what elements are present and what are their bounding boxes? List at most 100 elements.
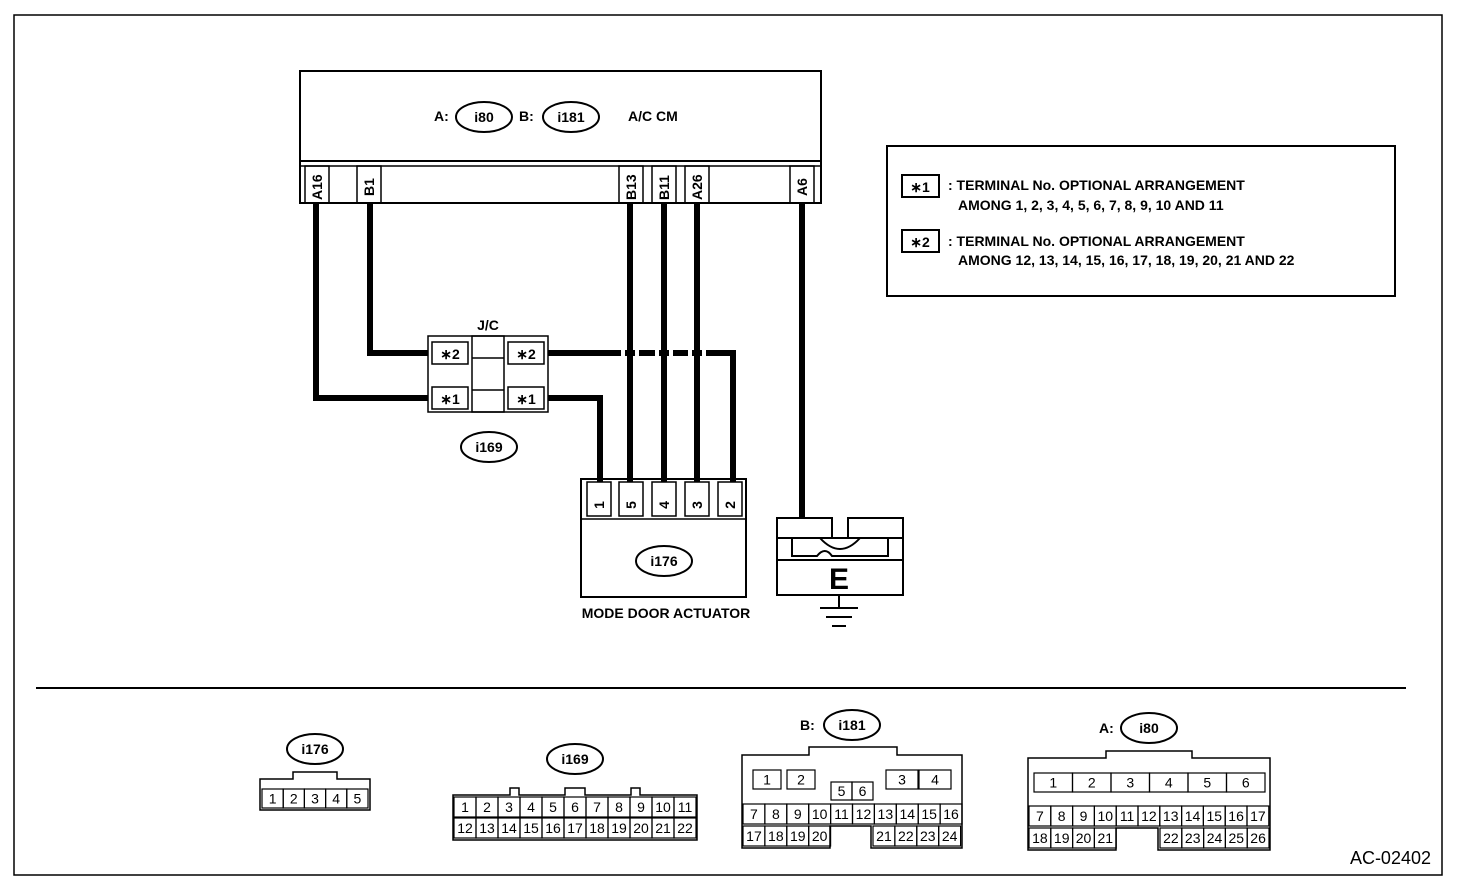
pin-i80-7: 7 xyxy=(1036,808,1044,824)
pin-i181-13: 13 xyxy=(878,806,894,822)
pin-i80-20: 20 xyxy=(1076,830,1092,846)
legend-text-2a: : TERMINAL No. OPTIONAL ARRANGEMENT xyxy=(948,233,1245,249)
pin-i80-8: 8 xyxy=(1058,808,1066,824)
junction-pin-right-2: ∗2 xyxy=(516,346,536,362)
pin-i169-21: 21 xyxy=(655,820,671,836)
pin-i169-1: 1 xyxy=(461,799,469,815)
pin-i169-14: 14 xyxy=(501,820,517,836)
pin-i181-7: 7 xyxy=(750,806,758,822)
pin-i169-18: 18 xyxy=(589,820,605,836)
pin-i80-17-cell xyxy=(1246,805,1270,827)
pin-i169-11: 11 xyxy=(678,799,693,815)
ecu-conn-a-prefix: A: xyxy=(434,108,449,124)
junction-pin-right-1: ∗1 xyxy=(516,391,536,407)
junction-pin-left-2: ∗2 xyxy=(440,346,460,362)
pin-i169-3: 3 xyxy=(505,799,513,815)
pin-i80-6-cell xyxy=(1225,772,1266,793)
connector-view-i176-id: i176 xyxy=(301,741,328,757)
pin-i181-20-cell xyxy=(808,825,832,847)
ecu-conn-b-prefix: B: xyxy=(519,108,534,124)
pin-i80-18: 18 xyxy=(1032,830,1048,846)
actuator-pin-2: 2 xyxy=(722,501,738,509)
ecu-label: A/C CM xyxy=(628,108,678,124)
actuator-label: MODE DOOR ACTUATOR xyxy=(582,605,751,621)
diagram-frame xyxy=(13,14,1443,876)
pin-i169-17: 17 xyxy=(567,820,583,836)
pin-i181-2: 2 xyxy=(797,772,805,788)
pin-i181-1-cell xyxy=(752,769,782,790)
pin-i181-12: 12 xyxy=(856,806,872,822)
junction-connector: J/C ∗2 ∗1 ∗2 ∗1 i169 xyxy=(427,317,549,463)
pin-i169-8: 8 xyxy=(615,799,623,815)
connector-view-i181-prefix: B: xyxy=(800,717,815,733)
pin-i181-8: 8 xyxy=(772,806,780,822)
pin-i181-17: 17 xyxy=(746,828,762,844)
ecu-terminal-b13: B13 xyxy=(623,174,639,200)
junction-pin-left-1: ∗1 xyxy=(440,391,460,407)
pin-i80-6: 6 xyxy=(1242,775,1250,791)
pin-i181-24-cell xyxy=(938,825,962,847)
pin-i80-15: 15 xyxy=(1207,808,1223,824)
pin-i181-16: 16 xyxy=(943,806,959,822)
pin-i181-6: 6 xyxy=(859,783,867,799)
actuator-pin-1: 1 xyxy=(591,501,607,509)
pin-i181-3-cell xyxy=(885,769,919,790)
pin-i169-4: 4 xyxy=(527,799,535,815)
pin-i169-19: 19 xyxy=(611,820,627,836)
pin-i80-1: 1 xyxy=(1049,775,1057,791)
pin-i181-4: 4 xyxy=(931,772,939,788)
pin-i181-3: 3 xyxy=(898,772,906,788)
pin-i176-2: 2 xyxy=(290,791,298,807)
pin-i80-4: 4 xyxy=(1165,775,1173,791)
pin-i176-3: 3 xyxy=(311,791,319,807)
junction-label: J/C xyxy=(477,317,499,333)
pin-i80-14: 14 xyxy=(1185,808,1201,824)
pin-i80-2: 2 xyxy=(1088,775,1096,791)
pin-i80-24: 24 xyxy=(1207,830,1223,846)
pin-i80-13: 13 xyxy=(1163,808,1179,824)
pin-i80-26: 26 xyxy=(1250,830,1266,846)
pin-i181-19: 19 xyxy=(790,828,806,844)
pin-i80-3: 3 xyxy=(1126,775,1134,791)
legend-text-1b: AMONG 1, 2, 3, 4, 5, 6, 7, 8, 9, 10 AND … xyxy=(958,197,1224,213)
ecu-terminal-a26: A26 xyxy=(689,174,705,200)
pin-i181-14: 14 xyxy=(899,806,915,822)
ecu-terminal-a6: A6 xyxy=(794,178,810,196)
pin-i181-9: 9 xyxy=(794,806,802,822)
pin-i80-10: 10 xyxy=(1098,808,1114,824)
legend-box: ∗1 : TERMINAL No. OPTIONAL ARRANGEMENT A… xyxy=(886,145,1396,297)
pin-i181-20: 20 xyxy=(812,828,828,844)
pin-i80-5: 5 xyxy=(1203,775,1211,791)
pin-i176-1: 1 xyxy=(269,791,277,807)
ecu-terminal-b1: B1 xyxy=(361,178,377,196)
ground-label: E xyxy=(829,563,849,596)
pin-i169-13: 13 xyxy=(479,820,495,836)
ground-connector: E xyxy=(776,517,904,627)
pin-i80-23: 23 xyxy=(1185,830,1201,846)
connector-view-i181-id: i181 xyxy=(838,717,865,733)
pin-i169-22: 22 xyxy=(677,820,693,836)
pin-i169-9: 9 xyxy=(637,799,645,815)
connector-view-i169-id: i169 xyxy=(561,751,588,767)
pin-i80-17: 17 xyxy=(1250,808,1266,824)
actuator-pin-3: 3 xyxy=(689,501,705,509)
pin-i181-23: 23 xyxy=(920,828,936,844)
ecu-terminal-b11: B11 xyxy=(656,175,672,200)
pin-i80-26-cell xyxy=(1246,827,1270,849)
ecu-box: A16 B1 B13 B11 A26 A6 A: i80 B: i181 A/C… xyxy=(299,70,822,204)
pin-i80-21: 21 xyxy=(1098,830,1114,846)
actuator-pin-4: 4 xyxy=(656,501,672,509)
pin-i181-21: 21 xyxy=(876,828,892,844)
actuator-pin-5: 5 xyxy=(623,501,639,509)
connector-view-i80-id: i80 xyxy=(1139,720,1159,736)
pin-i169-2: 2 xyxy=(483,799,491,815)
pin-i181-10: 10 xyxy=(812,806,828,822)
pin-i80-11: 11 xyxy=(1120,808,1135,824)
pin-i169-7: 7 xyxy=(593,799,601,815)
legend-text-1a: : TERMINAL No. OPTIONAL ARRANGEMENT xyxy=(948,177,1245,193)
